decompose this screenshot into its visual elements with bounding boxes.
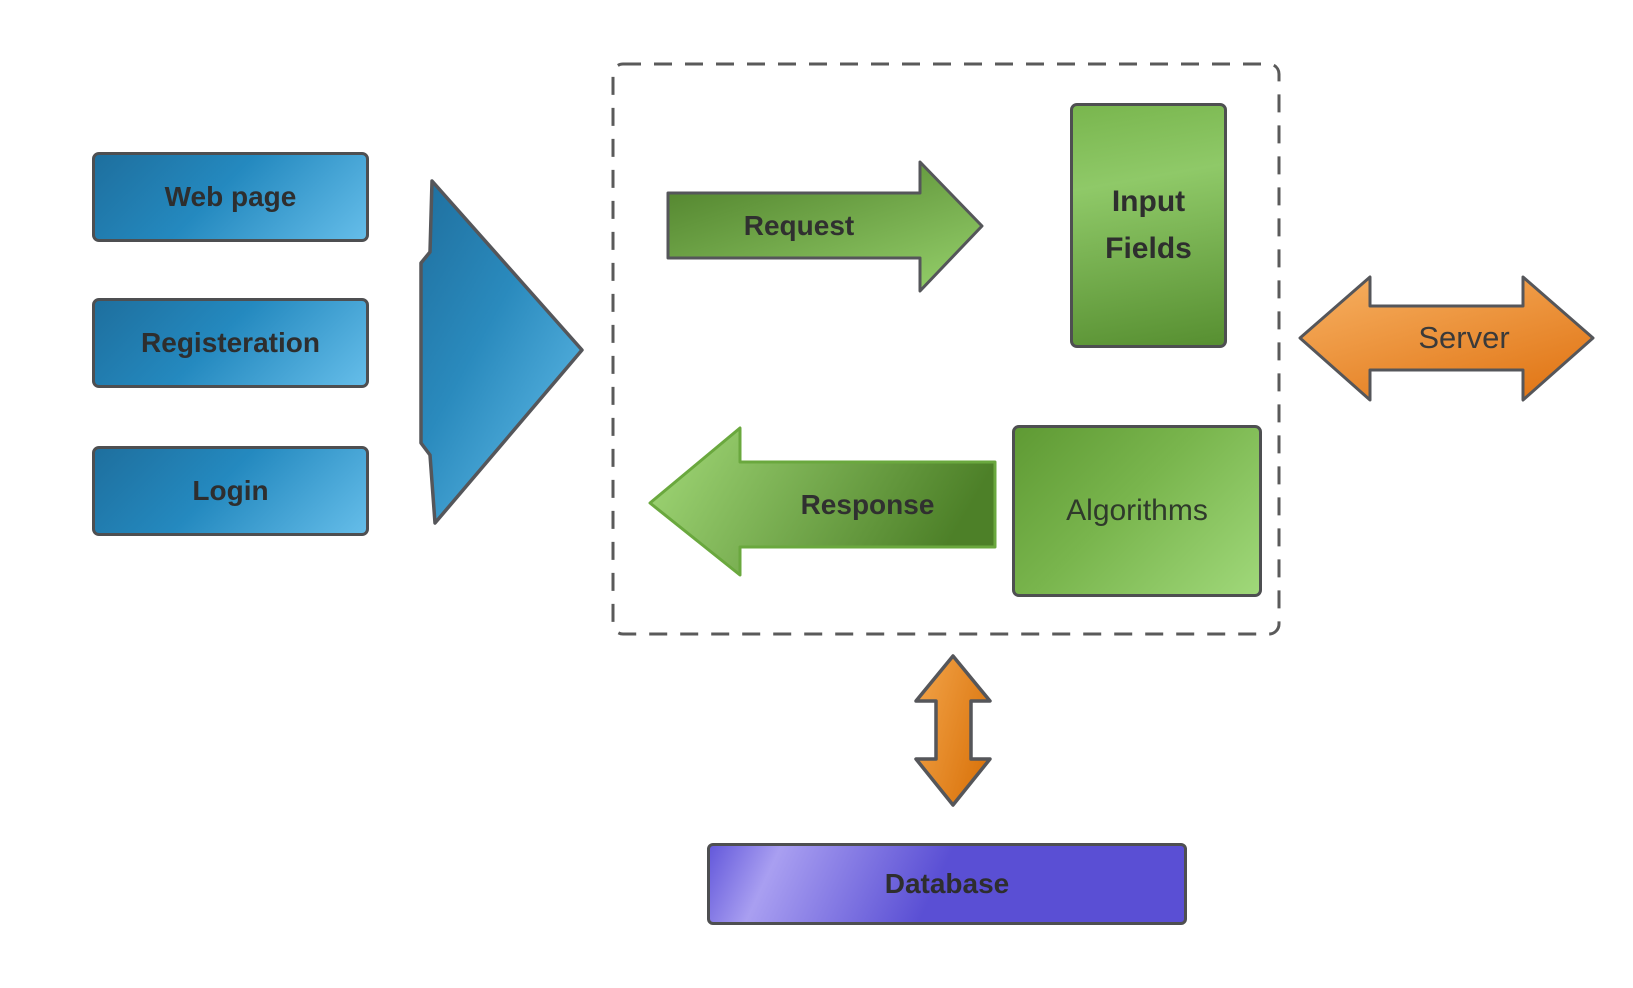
server-double-arrow [1298, 275, 1595, 402]
client-to-server-flow-arrow [419, 179, 584, 525]
registration-box: Registeration [92, 298, 369, 388]
algorithms-label: Algorithms [1066, 494, 1208, 527]
request-arrow [666, 160, 984, 293]
login-box: Login [92, 446, 369, 536]
input-fields-box: Input Fields [1070, 103, 1227, 348]
processing-boundary-dashed-box [611, 62, 1281, 636]
server-arrow-label: Server [1418, 320, 1510, 355]
database-box: Database [707, 843, 1187, 925]
web-page-box: Web page [92, 152, 369, 242]
database-label: Database [884, 868, 1010, 899]
response-arrow-label: Response [800, 488, 935, 520]
web-page-label: Web page [164, 181, 297, 212]
login-label: Login [192, 475, 269, 506]
database-double-arrow [914, 654, 992, 807]
request-arrow-label: Request [743, 209, 855, 241]
response-arrow [648, 426, 997, 577]
input-fields-label: Input Fields [1105, 185, 1192, 265]
registration-label: Registeration [141, 327, 320, 358]
algorithms-box: Algorithms [1012, 425, 1262, 597]
